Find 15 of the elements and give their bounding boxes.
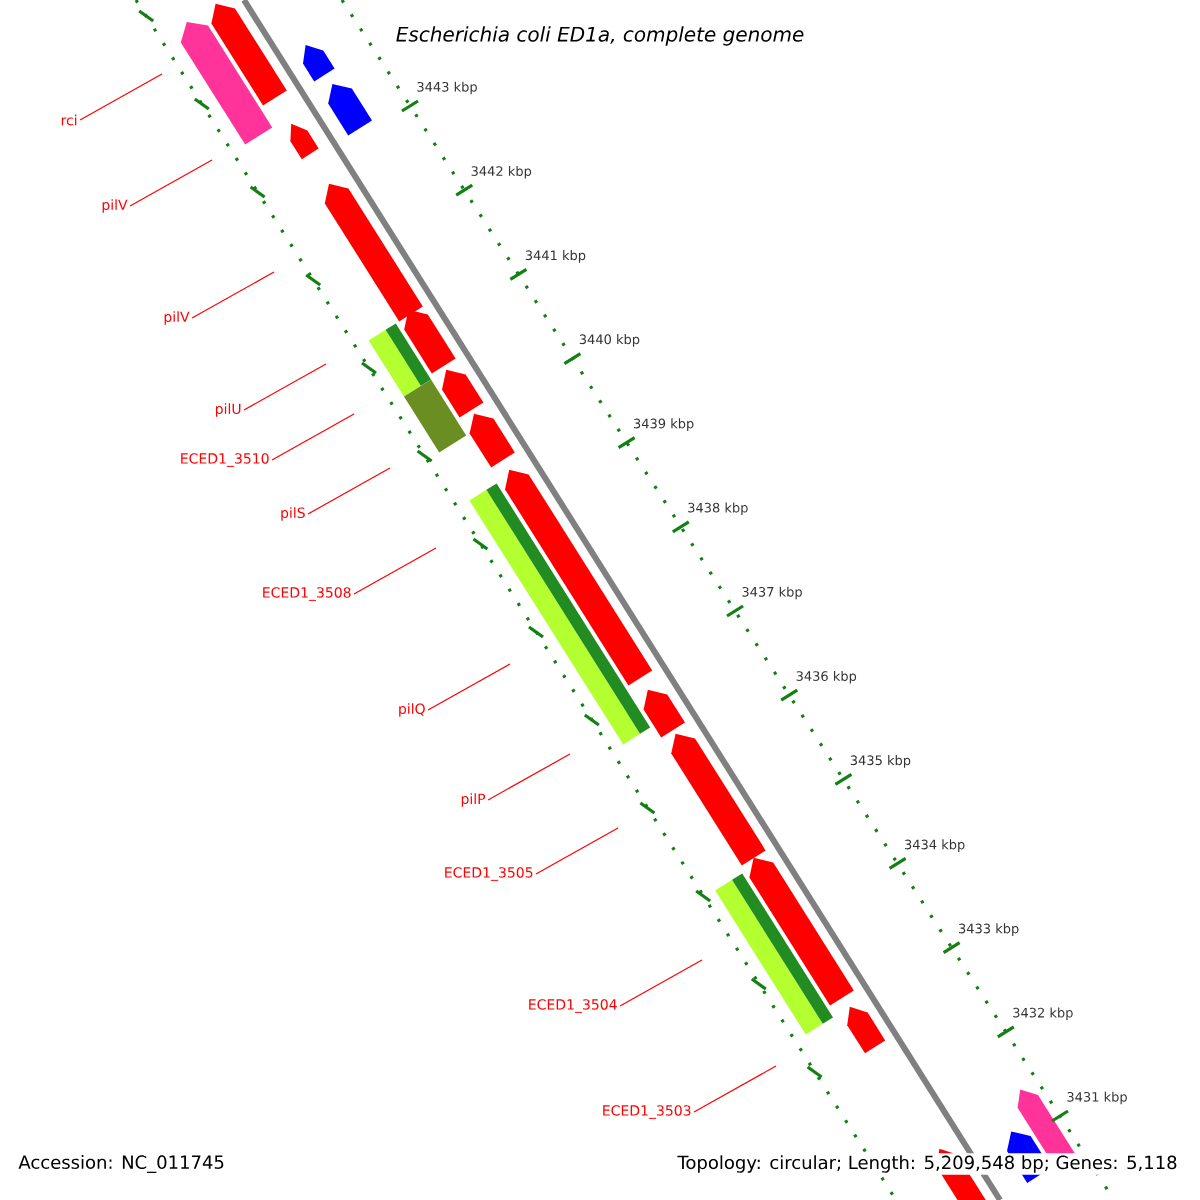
leader-line xyxy=(353,547,437,595)
title: Escherichia coli ED1a, complete genome xyxy=(396,26,804,46)
summary-text: Topology: circular; Length: 5,209,548 bp; Genes: 5,118 xyxy=(675,1153,1180,1175)
leader-line xyxy=(79,73,163,121)
leader-line xyxy=(619,959,703,1007)
leader-line xyxy=(271,413,355,461)
leader-line xyxy=(693,1065,777,1113)
leader-line xyxy=(243,363,327,411)
leader-line xyxy=(191,271,275,319)
leader-line xyxy=(487,753,571,801)
accession-text: Accession: NC_011745 xyxy=(18,1155,224,1173)
leader-line xyxy=(307,467,391,515)
leader-line xyxy=(427,663,511,711)
leader-line xyxy=(129,159,213,207)
leader-line xyxy=(535,827,619,875)
